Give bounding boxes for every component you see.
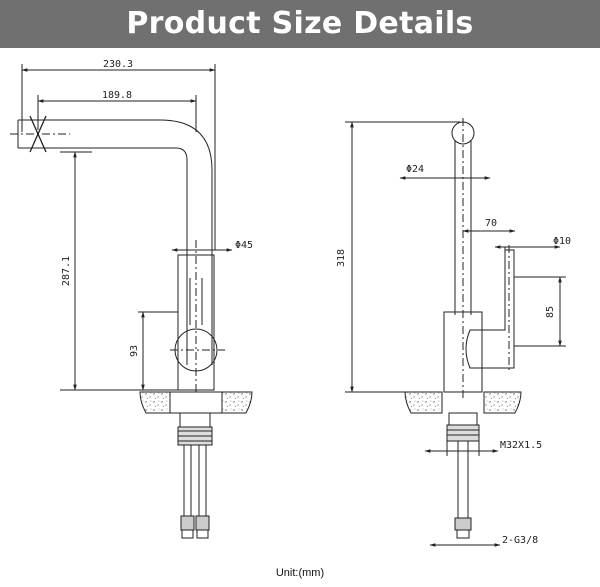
side-view	[345, 118, 566, 547]
countertop	[139, 391, 171, 414]
side-body	[443, 311, 483, 393]
title-banner	[0, 0, 600, 48]
label-front-height: 287.1	[61, 256, 72, 286]
label-lever-height: 93	[129, 345, 140, 357]
mounting-shank	[179, 412, 211, 428]
label-thread: M32X1.5	[500, 440, 542, 451]
page-title: Product Size Details	[126, 6, 474, 41]
label-handle-offset: 70	[485, 218, 497, 229]
label-hose-thread: 2-G3/8	[502, 535, 538, 546]
label-body-diameter: Φ45	[235, 240, 253, 251]
supply-hoses	[180, 445, 210, 539]
label-spout-inner: 189.8	[102, 90, 132, 101]
label-handle-diameter: Φ10	[553, 236, 571, 247]
label-spout-diameter: Φ24	[406, 164, 424, 175]
technical-drawing: 230.3 189.8 Φ45 287.1 93	[10, 59, 571, 547]
front-view	[10, 64, 253, 539]
spout-outline	[18, 119, 213, 365]
label-spout-reach: 230.3	[103, 59, 133, 70]
unit-label: Unit:(mm)	[275, 567, 325, 579]
side-handle	[465, 249, 515, 369]
label-handle-height: 85	[545, 306, 556, 318]
label-side-height: 318	[336, 249, 347, 267]
